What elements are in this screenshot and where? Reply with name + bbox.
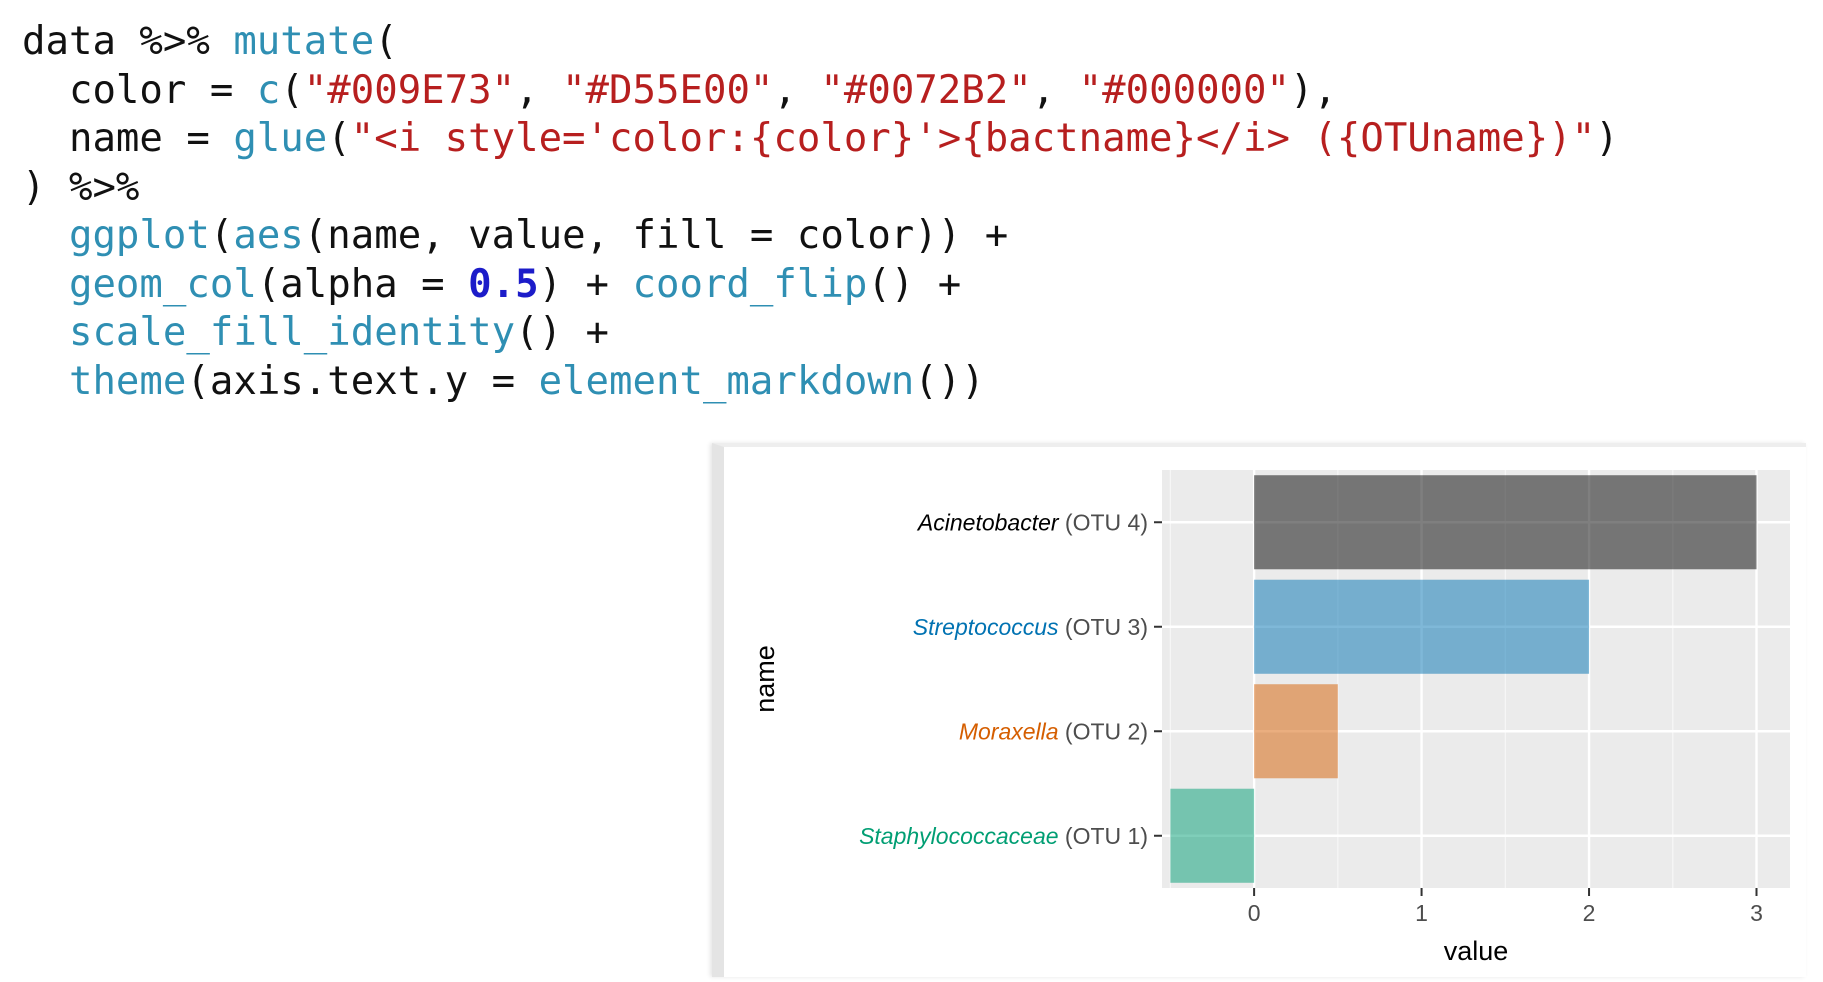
y-tick-label: Staphylococcaceae (OTU 1) <box>859 823 1148 849</box>
x-tick-label: 0 <box>1248 900 1261 926</box>
code-token: ), <box>1290 67 1337 113</box>
code-function: element_markdown <box>538 358 915 404</box>
code-token: name = <box>22 116 234 161</box>
y-tick-label: Moraxella (OTU 2) <box>959 718 1148 744</box>
chart-panel: Acinetobacter (OTU 4) Streptococcus (OTU … <box>712 443 1806 977</box>
code-line-6: geom_col(alpha = 0.5) + coord_flip() + <box>22 262 961 307</box>
y-tick-label-italic: Streptococcus <box>913 614 1059 640</box>
code-string: "#0072B2" <box>820 67 1032 113</box>
code-function: coord_flip <box>632 261 868 307</box>
code-function: scale_fill_identity <box>68 310 516 355</box>
code-token: ( <box>327 116 351 161</box>
x-axis-title: value <box>1444 936 1509 966</box>
y-tick-label-suffix: (OTU 3) <box>1059 614 1148 640</box>
code-number: 0.5 <box>468 261 539 307</box>
x-tick-label: 3 <box>1750 900 1763 926</box>
bar <box>1254 684 1338 779</box>
code-token: ( <box>374 19 398 64</box>
bar <box>1254 579 1590 674</box>
code-function: ggplot <box>68 213 210 258</box>
bars <box>1170 475 1757 883</box>
code-function: theme <box>68 358 187 404</box>
code-token: , <box>773 67 821 113</box>
code-function: c <box>256 67 281 113</box>
bar <box>1170 788 1255 883</box>
code-line-2: color = c("#009E73", "#D55E00", "#0072B2… <box>22 68 1337 113</box>
code-token <box>22 213 69 258</box>
bar <box>1254 475 1757 570</box>
code-string: "#D55E00" <box>562 67 774 113</box>
code-token: ( <box>209 213 234 258</box>
code-token: ( <box>280 67 304 113</box>
code-line-7: scale_fill_identity() + <box>22 310 609 355</box>
y-tick-label-italic: Moraxella <box>959 718 1059 744</box>
code-token: ) <box>1595 116 1619 161</box>
x-tick-label: 1 <box>1415 900 1428 926</box>
code-token: (name, value, fill = color)) + <box>303 213 1009 258</box>
y-tick-label: Streptococcus (OTU 3) <box>913 614 1148 640</box>
y-tick-label-italic: Staphylococcaceae <box>859 823 1058 849</box>
code-string: "#000000" <box>1078 67 1290 113</box>
code-token <box>22 310 69 355</box>
code-token: color = <box>22 67 257 113</box>
code-token: ) + <box>538 261 633 307</box>
code-line-3: name = glue("<i style='color:{color}'>{b… <box>22 116 1619 161</box>
code-function: geom_col <box>68 261 257 307</box>
code-token: () + <box>867 261 962 307</box>
axes: Acinetobacter (OTU 4) Streptococcus (OTU … <box>859 509 1763 926</box>
code-token: , <box>1031 67 1079 113</box>
code-token: , <box>515 67 563 113</box>
code-string: "<i style='color:{color}'>{bactname}</i>… <box>350 116 1596 161</box>
code-line-1: data %>% mutate( <box>22 19 398 64</box>
code-token: () + <box>515 310 610 355</box>
code-line-4: ) %>% <box>22 165 139 210</box>
code-function: aes <box>233 213 304 258</box>
code-function: glue <box>233 116 328 161</box>
bar-chart: Acinetobacter (OTU 4) Streptococcus (OTU … <box>750 470 1790 966</box>
x-tick-label: 2 <box>1583 900 1596 926</box>
code-token <box>22 262 69 307</box>
y-tick-label-suffix: (OTU 4) <box>1059 509 1148 535</box>
code-token: ) %>% <box>22 164 140 210</box>
code-token: ()) <box>914 358 985 404</box>
y-tick-label: Acinetobacter (OTU 4) <box>916 509 1148 535</box>
y-tick-label-suffix: (OTU 1) <box>1059 823 1148 849</box>
code-line-8: theme(axis.text.y = element_markdown()) <box>22 359 985 404</box>
code-function: mutate <box>233 19 375 64</box>
y-tick-label-suffix: (OTU 2) <box>1059 718 1148 744</box>
code-token <box>22 359 69 404</box>
code-token: (axis.text.y = <box>186 358 539 404</box>
code-line-5: ggplot(aes(name, value, fill = color)) + <box>22 213 1008 258</box>
code-string: "#009E73" <box>303 67 516 113</box>
code-block: data %>% mutate( color = c("#009E73", "#… <box>22 18 1619 406</box>
code-token: (alpha = <box>256 261 469 307</box>
y-axis-title: name <box>750 645 780 713</box>
y-tick-label-italic: Acinetobacter <box>916 509 1060 535</box>
code-token: data %>% <box>22 19 234 64</box>
